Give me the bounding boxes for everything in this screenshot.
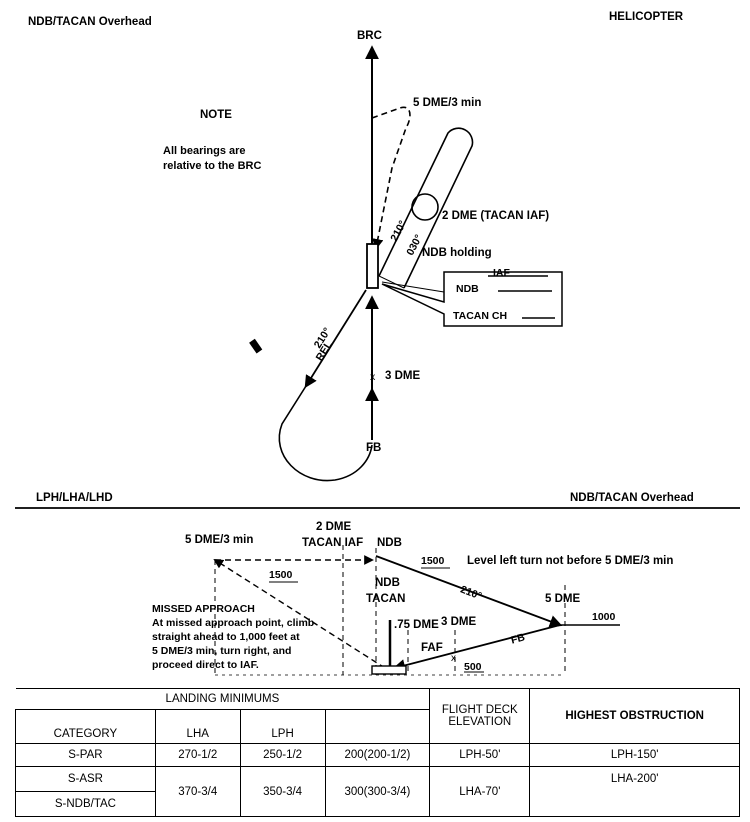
missed-line-4: proceed direct to IAF.: [152, 659, 259, 671]
missed-line-2: straight ahead to 1,000 feet at: [152, 631, 300, 643]
row-obst: LPH-150': [529, 743, 740, 767]
highest-obstruction-header: HIGHEST OBSTRUCTION: [529, 688, 740, 744]
divider-right-label: NDB/TACAN Overhead: [570, 492, 694, 504]
lha-header: LHA: [154, 709, 241, 744]
row-other: 200(200-1/2): [324, 743, 431, 767]
profile-faf: FAF: [421, 642, 443, 654]
missed-line-3: 5 DME/3 min, turn right, and: [152, 645, 292, 657]
dme5-label: 5 DME/3 min: [413, 97, 482, 109]
fb-label: FB: [366, 442, 382, 454]
ship-profile: [371, 665, 407, 675]
profile-tacan: TACAN: [366, 593, 406, 605]
outbound-leg: [304, 289, 367, 389]
profile-500: 500: [464, 661, 482, 673]
profile-dme2-1: 2 DME: [316, 521, 352, 533]
row-lph: 350-3/4: [239, 766, 326, 817]
descent-segment: [375, 555, 563, 628]
table-row: S-ASR 370-3/4 350-3/4 300(300-3/4) LHA-7…: [15, 766, 740, 817]
profile-level-turn: Level left turn not before 5 DME/3 min: [467, 555, 674, 567]
lph-header: LPH: [239, 709, 326, 744]
note-title: NOTE: [200, 109, 232, 121]
row-category: S-ASR: [15, 766, 156, 792]
profile-1000: 1000: [592, 611, 616, 623]
dme2-label: 2 DME (TACAN IAF): [442, 210, 550, 222]
missed-title: MISSED APPROACH: [152, 603, 255, 615]
ship-symbol: [366, 243, 379, 289]
profile-dme5-right: 5 DME: [545, 593, 581, 605]
profile-dme2-2: TACAN IAF: [302, 537, 364, 549]
legend-box: [381, 271, 563, 327]
legend-iaf: IAF: [493, 267, 510, 279]
row-other: 300(300-3/4): [324, 766, 431, 817]
profile-dme75: .75 DME: [394, 619, 439, 631]
ndb-holding-label: NDB holding: [422, 247, 492, 259]
profile-1500-top: 1500: [421, 555, 445, 567]
legend-tacan: TACAN CH: [453, 310, 508, 322]
profile-dme5: 5 DME/3 min: [185, 534, 254, 546]
row-lha: 270-1/2: [154, 743, 241, 767]
dme3-x: x: [370, 371, 376, 383]
row-obst: LHA-200': [529, 766, 740, 817]
landing-minimums-table: LANDING MINIMUMS FLIGHT DECK ELEVATION H…: [15, 688, 740, 817]
divider-left-label: LPH/LHA/LHD: [36, 492, 113, 504]
table-row: S-PAR 270-1/2 250-1/2 200(200-1/2) LPH-5…: [15, 743, 740, 767]
profile-1500-left: 1500: [269, 569, 293, 581]
row-elev: LPH-50': [429, 743, 531, 767]
svg-text:x: x: [451, 653, 456, 664]
legend-ndb: NDB: [456, 283, 479, 295]
row-category: S-NDB/TAC: [15, 791, 156, 817]
flight-deck-header: FLIGHT DECK ELEVATION: [429, 688, 531, 744]
brc-label: BRC: [357, 30, 382, 42]
row-lph: 250-1/2: [239, 743, 326, 767]
final-approach-segment: [392, 624, 561, 672]
note-line-2: relative to the BRC: [163, 160, 262, 172]
missed-approach-climb: [213, 558, 386, 669]
dme3-label: 3 DME: [385, 370, 421, 382]
row-lha: 370-3/4: [154, 766, 241, 817]
title-left: NDB/TACAN Overhead: [28, 16, 152, 28]
missed-approach-loop: [371, 106, 411, 251]
note-line-1: All bearings are: [163, 145, 246, 157]
category-header: CATEGORY: [15, 709, 156, 744]
missed-line-1: At missed approach point, climb: [152, 617, 315, 629]
holding-racetrack: [378, 127, 474, 289]
procedure-turn: [278, 385, 373, 482]
profile-ndb: NDB: [377, 537, 402, 549]
title-right: HELICOPTER: [609, 11, 684, 23]
tacan-iaf-circle: [411, 193, 439, 221]
row-elev: LHA-70': [429, 766, 531, 817]
small-ship-icon: [249, 338, 263, 354]
row-category: S-PAR: [15, 743, 156, 767]
profile-ndb2: NDB: [375, 577, 400, 589]
table-row: S-NDB/TAC: [15, 791, 740, 817]
profile-dme3: 3 DME: [441, 616, 477, 628]
minimums-header: LANDING MINIMUMS: [15, 688, 430, 710]
